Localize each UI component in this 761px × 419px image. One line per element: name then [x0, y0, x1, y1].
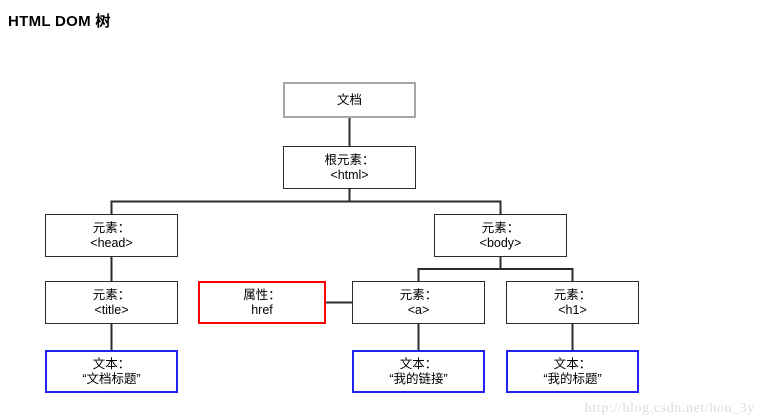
- edge-html-to-body: [348, 189, 502, 214]
- node-h1-line1: 元素：: [553, 287, 592, 302]
- node-a-line1: 元素：: [399, 287, 438, 302]
- edge-body-to-a: [417, 257, 502, 281]
- node-body: 元素：<body>: [434, 214, 567, 257]
- node-body-line1: 元素：: [481, 220, 520, 235]
- watermark: http://blog.csdn.net/hon_3y: [584, 401, 755, 416]
- node-title-line1: 元素：: [92, 287, 131, 302]
- node-text-title: 文本：“文档标题”: [45, 350, 178, 393]
- node-text-heading-line2: “我的标题”: [543, 371, 602, 386]
- node-head-line1: 元素：: [92, 220, 131, 235]
- node-document: 文档: [283, 82, 416, 118]
- node-text-link-line1: 文本：: [399, 356, 438, 371]
- node-html-line1: 根元素：: [324, 152, 375, 167]
- node-document-line1: 文档: [336, 92, 362, 107]
- node-body-line2: <body>: [479, 235, 522, 250]
- node-a-line2: <a>: [407, 302, 430, 317]
- node-title-line2: <title>: [94, 302, 129, 317]
- node-text-title-line2: “文档标题”: [82, 371, 141, 386]
- node-head: 元素：<head>: [45, 214, 178, 257]
- node-a: 元素：<a>: [352, 281, 485, 324]
- node-text-link-line2: “我的链接”: [389, 371, 448, 386]
- node-href: 属性：href: [198, 281, 326, 324]
- node-text-title-line1: 文本：: [92, 356, 131, 371]
- node-text-link: 文本：“我的链接”: [352, 350, 485, 393]
- node-href-line1: 属性：: [243, 287, 281, 302]
- node-head-line2: <head>: [90, 235, 133, 250]
- edge-html-to-head: [110, 189, 351, 214]
- page-title: HTML DOM 树: [8, 13, 111, 30]
- node-href-line2: href: [251, 302, 273, 317]
- node-h1-line2: <h1>: [558, 302, 587, 317]
- node-html: 根元素：<html>: [283, 146, 416, 189]
- node-text-heading-line1: 文本：: [553, 356, 592, 371]
- node-text-heading: 文本：“我的标题”: [506, 350, 639, 393]
- node-h1: 元素：<h1>: [506, 281, 639, 324]
- node-html-line2: <html>: [330, 167, 369, 182]
- edge-body-to-h1: [499, 257, 574, 281]
- node-title: 元素：<title>: [45, 281, 178, 324]
